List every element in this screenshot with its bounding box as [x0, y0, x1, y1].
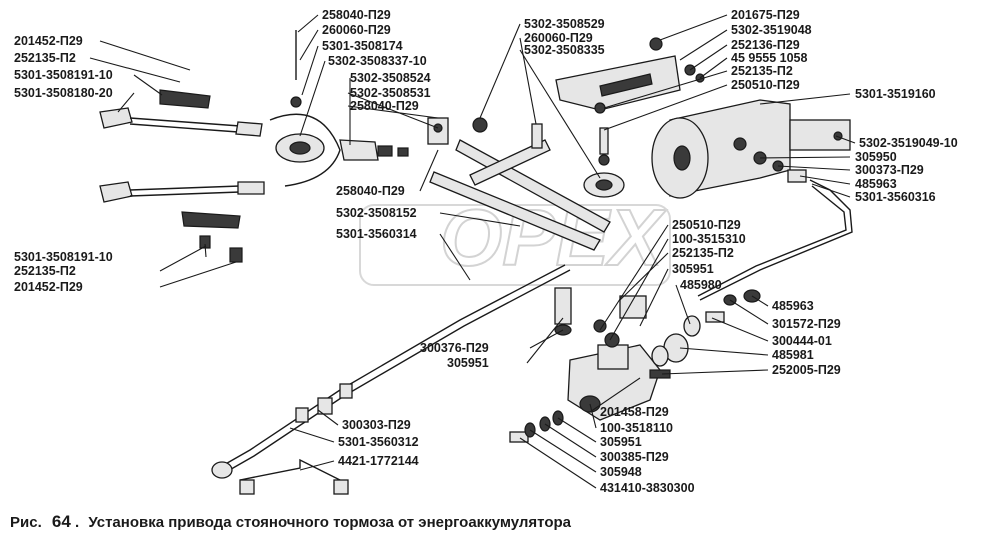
label-300373-p29: 300373-П29 [855, 163, 924, 177]
label-5301-3560316: 5301-3560316 [855, 190, 936, 204]
label-5302-3508152: 5302-3508152 [336, 206, 417, 220]
label-201675-p29: 201675-П29 [731, 8, 800, 22]
label-252136-p29: 252136-П29 [731, 38, 800, 52]
label-485980: 485980 [680, 278, 722, 292]
label-100-3518110: 100-3518110 [600, 421, 673, 435]
label-201452-p29-top: 201452-П29 [14, 34, 83, 48]
label-250510-p29-mid: 250510-П29 [672, 218, 741, 232]
spring-brake-chamber [651, 99, 851, 199]
label-252135-p2-right: 252135-П2 [731, 64, 793, 78]
label-5301-3508180-20: 5301-3508180-20 [14, 86, 113, 100]
parts-illustration [99, 30, 853, 495]
lower-left-hose [211, 383, 353, 495]
label-5301-3508191-10-bottom: 5301-3508191-10 [14, 250, 113, 264]
label-4421-1772144: 4421-1772144 [338, 454, 419, 468]
part-labels: 201452-П29 252135-П2 5301-3508191-10 530… [14, 8, 958, 495]
label-260060-p29-a: 260060-П29 [322, 23, 391, 37]
label-5301-3560314: 5301-3560314 [336, 227, 417, 241]
caption-number: 64 [52, 512, 71, 531]
label-260060-p29-b: 260060-П29 [524, 31, 593, 45]
label-252135-p2-top: 252135-П2 [14, 51, 76, 65]
figure-caption: Рис. 64 . Установка привода стояночного … [10, 512, 572, 531]
label-252135-p2-bottom: 252135-П2 [14, 264, 76, 278]
label-5302-3519048: 5302-3519048 [731, 23, 812, 37]
label-5301-3508191-10-top: 5301-3508191-10 [14, 68, 113, 82]
label-300376-p29: 300376-П29 [420, 341, 489, 355]
bottom-fittings [509, 410, 564, 443]
label-5302-3508335: 5302-3508335 [524, 43, 605, 57]
relay-valve [554, 287, 689, 421]
label-305951-bottom: 305951 [600, 435, 642, 449]
caption-title: Установка привода стояночного тормоза от… [88, 514, 571, 531]
leader-lines [89, 14, 856, 489]
label-5301-3508174: 5301-3508174 [322, 39, 403, 53]
label-100-3515310: 100-3515310 [672, 232, 746, 246]
upper-lever-rod [99, 89, 263, 137]
svg-text:Рис. 64 . Ус: Рис. 64 . Установка привода стояночного … [10, 512, 572, 531]
left-pulley [269, 30, 341, 187]
label-305951-left: 305951 [447, 356, 489, 370]
label-305950: 305950 [855, 150, 897, 164]
lower-lever-rod [99, 181, 265, 263]
mounting-bracket [555, 37, 705, 114]
label-300303-p29: 300303-П29 [342, 418, 411, 432]
label-485981: 485981 [772, 348, 814, 362]
watermark-text: ОРЕХ [440, 193, 667, 282]
cable-straps [429, 117, 611, 251]
label-305948: 305948 [600, 465, 642, 479]
watermark: ОРЕХ [359, 192, 671, 286]
label-301572-p29: 301572-П29 [772, 317, 841, 331]
label-252005-p29: 252005-П29 [772, 363, 841, 377]
label-252135-p2-mid: 252135-П2 [672, 246, 734, 260]
right-fittings [683, 289, 761, 337]
label-250510-p29-top: 250510-П29 [731, 78, 800, 92]
label-5301-3560312: 5301-3560312 [338, 435, 419, 449]
label-5302-3508529: 5302-3508529 [524, 17, 605, 31]
label-5302-3519049-10: 5302-3519049-10 [859, 136, 958, 150]
label-5301-3519160: 5301-3519160 [855, 87, 936, 101]
label-201458-p29: 201458-П29 [600, 405, 669, 419]
label-5302-3508524: 5302-3508524 [350, 71, 431, 85]
clevis-bracket [339, 117, 449, 161]
label-485963-top: 485963 [855, 177, 897, 191]
label-300385-p29: 300385-П29 [600, 450, 669, 464]
label-45-9555-1058: 45 9555 1058 [731, 51, 808, 65]
label-5302-3508337-10: 5302-3508337-10 [328, 54, 427, 68]
label-201452-p29-bottom: 201452-П29 [14, 280, 83, 294]
label-305951-mid: 305951 [672, 262, 714, 276]
label-485963-bottom: 485963 [772, 299, 814, 313]
label-258040-p29-a: 258040-П29 [322, 8, 391, 22]
label-431410-3830300: 431410-3830300 [600, 481, 695, 495]
label-258040-p29-b: 258040-П29 [350, 99, 419, 113]
caption-dot: . [75, 514, 79, 531]
label-300444-01: 300444-01 [772, 334, 832, 348]
caption-prefix: Рис. [10, 514, 42, 531]
right-pulley [583, 127, 625, 198]
label-258040-p29-c: 258040-П29 [336, 184, 405, 198]
label-5302-3508531: 5302-3508531 [350, 86, 431, 100]
